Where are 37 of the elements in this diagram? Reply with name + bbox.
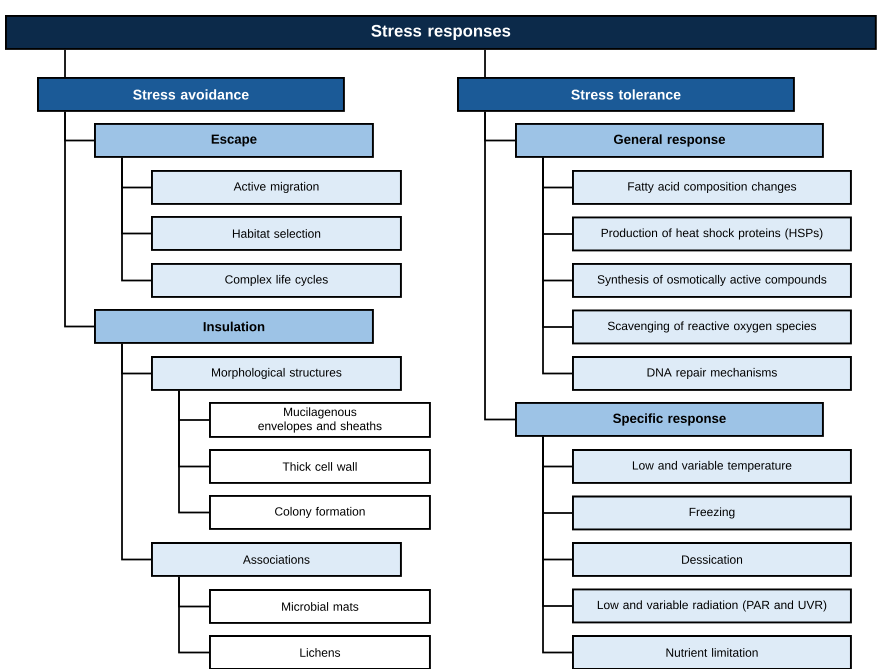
- connector-line: [178, 576, 209, 654]
- connector-line: [64, 50, 66, 77]
- item-box: Production of heat shock proteins (HSPs): [572, 216, 852, 252]
- item-box: Freezing: [572, 496, 852, 530]
- connector-line: [64, 112, 94, 328]
- item-box: Fatty acid composition changes: [572, 170, 852, 205]
- item-box: DNA repair mechanisms: [572, 356, 852, 391]
- subcategory-box: Escape: [94, 123, 374, 158]
- connector-line: [178, 390, 209, 514]
- subitem-box: Lichens: [209, 635, 431, 669]
- item-box: Nutrient limitation: [572, 635, 852, 669]
- item-box: Active migration: [151, 170, 402, 205]
- item-box: Low and variable radiation (PAR and UVR): [572, 588, 852, 624]
- item-box: Morphological structures: [151, 356, 402, 391]
- subcategory-box: General response: [515, 123, 824, 158]
- connector-line: [542, 436, 572, 654]
- connector-line: [484, 50, 486, 77]
- subitem-box: Microbial mats: [209, 589, 431, 624]
- connector-line: [484, 112, 515, 420]
- item-box: Scavenging of reactive oxygen species: [572, 310, 852, 344]
- subitem-box: Thick cell wall: [209, 449, 431, 484]
- subitem-box: Colony formation: [209, 495, 431, 530]
- item-box: Low and variable temperature: [572, 449, 852, 484]
- category-box: Stress tolerance: [457, 77, 795, 112]
- item-box: Complex life cycles: [151, 263, 402, 298]
- connector-line: [542, 158, 572, 374]
- connector-line: [121, 344, 151, 560]
- subcategory-box: Specific response: [515, 402, 824, 437]
- item-box: Dessication: [572, 542, 852, 577]
- item-box: Habitat selection: [151, 216, 402, 251]
- connector-line: [121, 158, 151, 282]
- item-box: Associations: [151, 542, 402, 577]
- category-box: Stress avoidance: [37, 77, 345, 112]
- title-bar: Stress responses: [5, 15, 877, 50]
- item-box: Synthesis of osmotically active compounds: [572, 263, 852, 298]
- subcategory-box: Insulation: [94, 309, 374, 344]
- subitem-box: Mucilagenous envelopes and sheaths: [209, 402, 431, 438]
